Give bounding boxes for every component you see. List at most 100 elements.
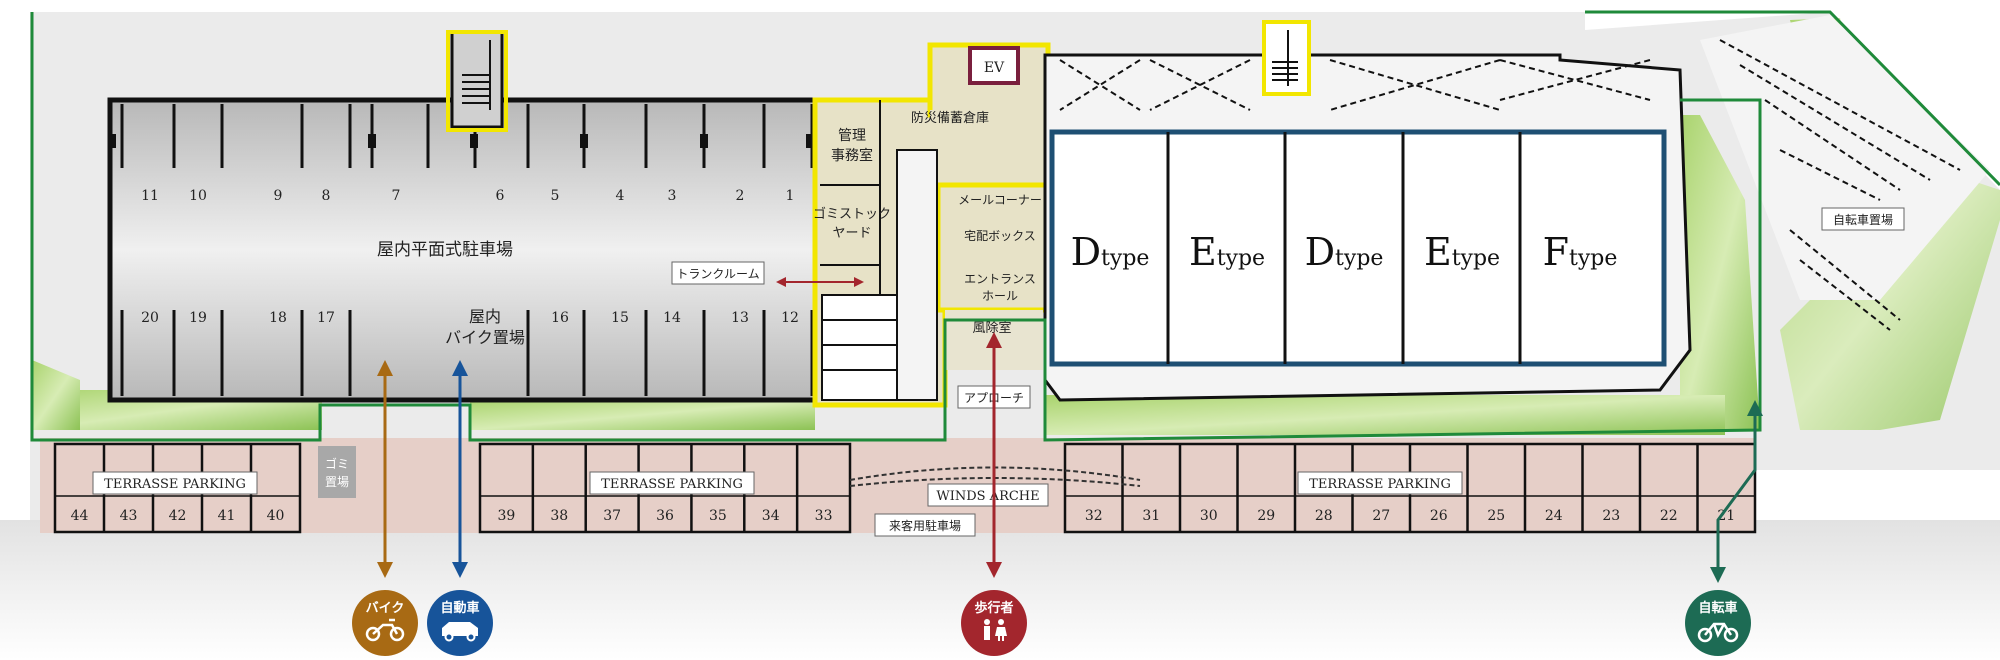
indoor-space-number: 1	[786, 188, 795, 204]
delivery-box-label: 宅配ボックス	[964, 228, 1036, 243]
indoor-space-number: 6	[496, 188, 505, 204]
person-icon	[984, 619, 1007, 641]
terrace-space-number: 35	[709, 508, 727, 524]
unit-type-letter: D	[1071, 230, 1101, 274]
indoor-space-number: 10	[189, 188, 207, 204]
stair-left-highlight	[446, 30, 508, 132]
terrace-space-number: 43	[120, 508, 138, 524]
terrace-parking-label: TERRASSE PARKING	[601, 477, 743, 492]
residence-units	[1049, 129, 1667, 367]
stair-left	[450, 30, 504, 129]
indoor-space-number: 19	[189, 310, 207, 326]
winds-arche-label-box	[927, 483, 1049, 507]
mail-corner-label: メールコーナー	[958, 193, 1042, 207]
unit-type-suffix: type	[1569, 246, 1617, 271]
indoor-space-number: 18	[269, 310, 287, 326]
terrace-parking-label: TERRASSE PARKING	[1309, 477, 1451, 492]
car-access-badge: 自動車	[427, 590, 493, 656]
indoor-space-number: 4	[616, 188, 625, 204]
stair-left-steps	[462, 40, 491, 110]
entrance-label-1: エントランス	[964, 272, 1036, 286]
terrace-space-number: 30	[1200, 508, 1218, 524]
column	[108, 134, 116, 148]
indoor-bike-label-2: バイク置場	[445, 328, 525, 347]
terrace-label-box	[1297, 471, 1463, 495]
management-label-2: 事務室	[831, 147, 873, 164]
terrace-space-number: 36	[656, 508, 674, 524]
winds-arche-label: WINDS ARCHE	[936, 489, 1039, 504]
column	[580, 134, 588, 148]
motorbike-icon	[365, 618, 405, 642]
terrace-block	[478, 442, 852, 534]
terrace-space-number: 27	[1372, 508, 1390, 524]
bicycle-icon	[1697, 622, 1739, 643]
ev-label: EV	[984, 60, 1005, 76]
unit-type-letter: E	[1189, 230, 1217, 274]
terrace-space-number: 28	[1315, 508, 1333, 524]
unit-dividers	[1166, 132, 1522, 364]
pedestrian-access-badge: 歩行者	[961, 590, 1027, 656]
terrace-space-number: 42	[169, 508, 187, 524]
unit-type-suffix: type	[1335, 246, 1383, 271]
unit-type-label: Ftype	[1543, 230, 1618, 274]
visitor-parking-label-box	[874, 513, 976, 537]
terrace-space-number: 37	[603, 508, 621, 524]
indoor-space-number: 20	[141, 310, 159, 326]
bicycle-racks	[1719, 39, 1961, 331]
terrace-space-number: 34	[762, 508, 780, 524]
trunk-room-label-box	[671, 261, 765, 285]
site-boundary-green	[30, 12, 1762, 442]
bicycle-parking-area	[1700, 15, 1990, 300]
indoor-space-number: 11	[141, 188, 159, 204]
indoor-space-number: 3	[668, 188, 677, 204]
garbage-yard-label-2: ヤード	[832, 226, 871, 241]
column	[806, 134, 814, 148]
unit-type-letter: E	[1424, 230, 1452, 274]
terrace-space-number: 40	[267, 508, 285, 524]
terrace-space-number: 22	[1660, 508, 1678, 524]
car-icon	[442, 622, 478, 642]
stair-right	[1262, 20, 1311, 96]
bicycle-parking-label: 自転車置場	[1833, 213, 1893, 227]
terrace-space-number: 26	[1430, 508, 1448, 524]
garden-left-corner	[32, 360, 80, 430]
trunk-room-lockers	[821, 149, 938, 401]
entrance-label-2: ホール	[982, 289, 1018, 303]
garbage-label-2: 置場	[325, 475, 349, 489]
terrace-space-number: 21	[1717, 508, 1735, 524]
bicycle-route-arrow	[1716, 410, 1757, 575]
visitor-parking-label: 来客用駐車場	[889, 518, 961, 533]
indoor-space-number: 15	[611, 310, 629, 326]
terrace-space-number: 41	[218, 508, 236, 524]
indoor-space-number: 7	[392, 188, 401, 204]
terrace-space-number: 29	[1257, 508, 1275, 524]
bicycle-access-label: 自転車	[1698, 600, 1737, 616]
stair-right-steps	[1272, 30, 1298, 86]
roof-dashed-lines	[1059, 59, 1651, 111]
indoor-parking-label: 屋内平面式駐車場	[377, 240, 513, 260]
terrace-space-number: 33	[815, 508, 833, 524]
terrace-label-box	[92, 471, 258, 495]
terrace-space-number: 24	[1545, 508, 1563, 524]
unit-type-label: Dtype	[1071, 230, 1150, 274]
terrace-space-number: 44	[71, 508, 89, 524]
unit-type-label: Etype	[1424, 230, 1500, 274]
garbage-area	[318, 446, 356, 498]
disaster-storage-label: 防災備蓄倉庫	[911, 110, 989, 126]
indoor-space-number: 8	[322, 188, 331, 204]
trunk-room-label: トランクルーム	[676, 267, 759, 281]
terrace-space-number: 32	[1085, 508, 1103, 524]
car-access-label: 自動車	[440, 600, 479, 616]
column	[470, 134, 478, 148]
terrace-space-number: 31	[1142, 508, 1160, 524]
terrace-block	[53, 442, 302, 534]
unit-type-label: Dtype	[1305, 230, 1384, 274]
site-boundary-green-right	[1585, 10, 2000, 187]
unit-type-suffix: type	[1452, 246, 1500, 271]
terrace-space-number: 39	[498, 508, 516, 524]
unit-type-letter: F	[1543, 230, 1569, 274]
indoor-parking-floor	[107, 97, 821, 403]
